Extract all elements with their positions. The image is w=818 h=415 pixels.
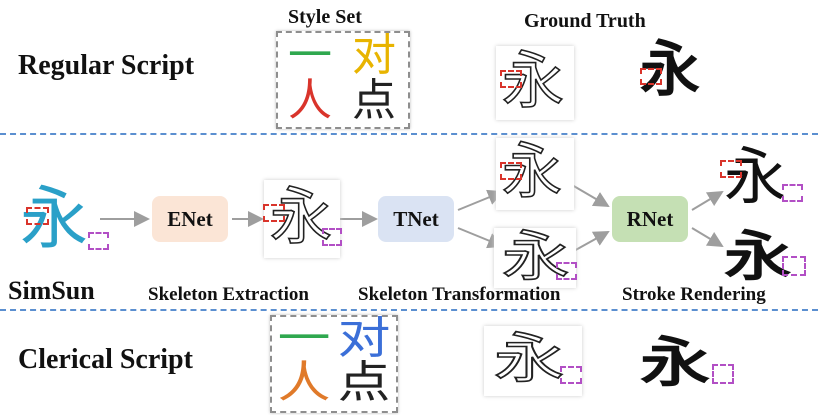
transformed-clerical-skeleton-frame: 永 xyxy=(494,228,576,288)
purple-box-extracted-skeleton xyxy=(322,228,342,246)
red-box-rendered-regular xyxy=(720,160,742,178)
style-char-dui: 对 xyxy=(352,30,396,81)
source-font-label: SimSun xyxy=(8,276,95,305)
purple-box-rendered-clerical xyxy=(782,256,806,276)
enet-module: ENet xyxy=(152,196,228,242)
arrow-tnet-regular xyxy=(457,189,504,211)
arrow-rnet-regular xyxy=(691,190,724,211)
divider-top xyxy=(0,133,818,135)
red-box-extracted-skeleton xyxy=(263,204,285,222)
regular-ground-truth-glyph: 永 xyxy=(640,35,700,105)
transformed-regular-skeleton-glyph: 永 xyxy=(501,137,563,207)
red-box-regular-ground-truth xyxy=(640,68,662,85)
style-char-yi: 一 xyxy=(288,30,332,81)
purple-box-rendered-regular xyxy=(782,184,803,202)
arrow-regular-rnet xyxy=(571,184,610,208)
ground-truth-header: Ground Truth xyxy=(524,10,646,32)
simsun-glyph: 永 xyxy=(20,180,89,259)
purple-box-clerical-skeleton xyxy=(560,366,582,384)
transformed-clerical-skeleton-glyph: 永 xyxy=(501,225,571,288)
style-set-clerical: 一 对 人 点 xyxy=(270,313,398,413)
rendered-clerical-glyph: 永 xyxy=(724,225,792,288)
red-box-transformed-regular xyxy=(500,162,522,180)
style-set-header: Style Set xyxy=(288,6,362,28)
purple-box-simsun xyxy=(88,232,109,250)
stage-label-skeleton-extraction: Skeleton Extraction xyxy=(148,284,309,305)
row-label-regular: Regular Script xyxy=(18,50,195,81)
rnet-module: RNet xyxy=(612,196,688,242)
tnet-module: TNet xyxy=(378,196,454,242)
transformed-regular-skeleton-frame: 永 xyxy=(496,138,574,210)
row-label-clerical: Clerical Script xyxy=(18,344,193,375)
divider-bottom xyxy=(0,309,818,311)
clerical-ground-truth-glyph: 永 xyxy=(640,331,711,394)
clerical-style-char-ren: 人 xyxy=(277,357,331,408)
arrow-rnet-clerical xyxy=(691,227,724,248)
stage-label-stroke-rendering: Stroke Rendering xyxy=(622,284,766,305)
style-char-ren: 人 xyxy=(288,75,332,126)
clerical-style-char-dian: 点 xyxy=(337,357,391,408)
style-char-dian: 点 xyxy=(352,75,396,126)
regular-skeleton-frame: 永 xyxy=(496,46,574,120)
clerical-skeleton-frame: 永 xyxy=(484,326,582,396)
clerical-style-char-yi: 一 xyxy=(277,313,331,364)
extracted-skeleton-frame: 永 xyxy=(264,180,340,258)
clerical-style-char-dui: 对 xyxy=(337,313,391,364)
red-box-regular-skeleton xyxy=(500,70,522,88)
regular-skeleton-glyph: 永 xyxy=(501,44,565,117)
clerical-skeleton-glyph: 永 xyxy=(493,327,565,390)
stage-label-skeleton-transformation: Skeleton Transformation xyxy=(358,284,561,305)
purple-box-transformed-clerical xyxy=(556,262,577,280)
arrow-clerical-rnet xyxy=(571,231,610,253)
purple-box-clerical-ground-truth xyxy=(712,364,734,384)
style-set-regular: 一 对 人 点 xyxy=(276,30,410,129)
red-box-simsun xyxy=(26,207,49,225)
